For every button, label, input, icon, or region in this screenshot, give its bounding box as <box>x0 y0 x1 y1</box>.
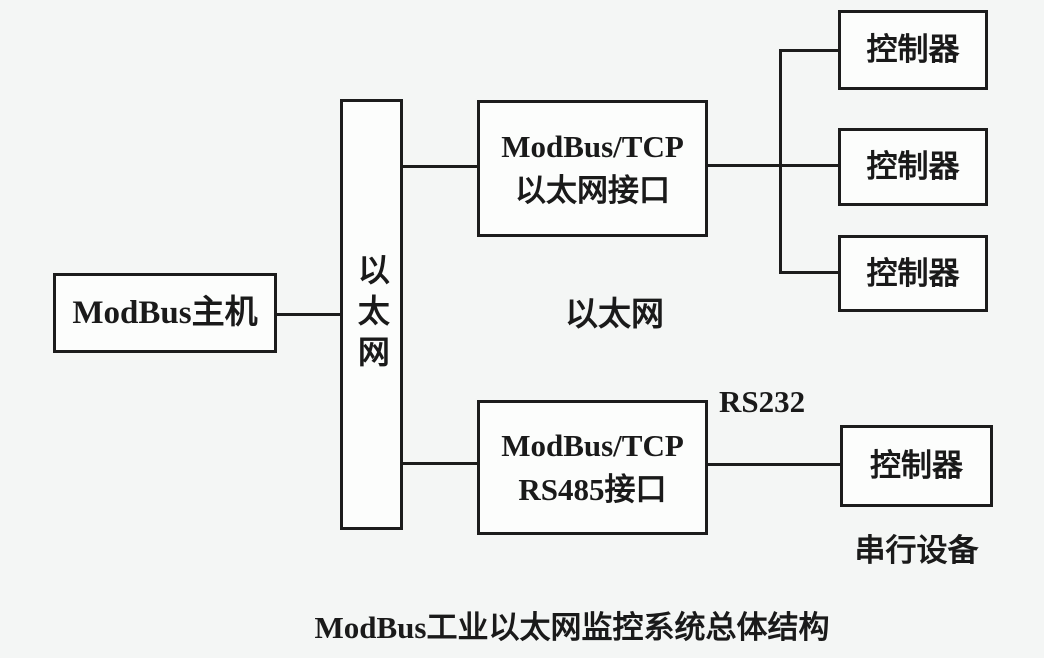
controller-1-box: 控制器 <box>838 10 988 90</box>
ethernet-bus-box: 以太网 <box>340 99 403 530</box>
controller-1-label: 控制器 <box>866 32 960 68</box>
controller-3-label: 控制器 <box>866 255 960 291</box>
controller-3-box: 控制器 <box>838 235 988 312</box>
branch-vertical-line <box>779 49 782 274</box>
tcp-rs485-interface-line2: RS485接口 <box>518 471 667 507</box>
controller-4-box: 控制器 <box>840 425 993 507</box>
controller-2-label: 控制器 <box>866 149 960 185</box>
controller-4-label: 控制器 <box>870 448 963 484</box>
connector-ethernet-bus-to-rs485 <box>402 462 478 465</box>
diagram-caption: ModBus工业以太网监控系统总体结构 <box>314 610 830 645</box>
branch-to-controller-3 <box>779 271 838 274</box>
connector-ethernet-bus-to-tcp-ethernet <box>402 165 478 168</box>
host-label: ModBus主机 <box>72 294 258 331</box>
rs232-label: RS232 <box>719 384 806 419</box>
connector-rs485-to-controller-4 <box>707 463 840 466</box>
tcp-ethernet-interface-line2: 以太网接口 <box>514 172 670 208</box>
connector-tcp-ethernet-to-controller-2 <box>707 164 838 167</box>
tcp-rs485-interface-box: ModBus/TCP RS485接口 <box>477 400 708 535</box>
controller-2-box: 控制器 <box>838 128 988 206</box>
tcp-ethernet-interface-line1: ModBus/TCP <box>501 129 684 165</box>
branch-to-controller-1 <box>779 49 838 52</box>
tcp-rs485-interface-line1: ModBus/TCP <box>501 428 684 464</box>
connector-host-to-ethernet-bus <box>277 313 341 316</box>
ethernet-bus-label: 以太网 <box>353 253 390 376</box>
serial-device-label: 串行设备 <box>854 533 979 568</box>
tcp-ethernet-interface-box: ModBus/TCP 以太网接口 <box>477 100 708 237</box>
host-box: ModBus主机 <box>53 273 277 353</box>
ethernet-network-label: 以太网 <box>565 297 664 333</box>
